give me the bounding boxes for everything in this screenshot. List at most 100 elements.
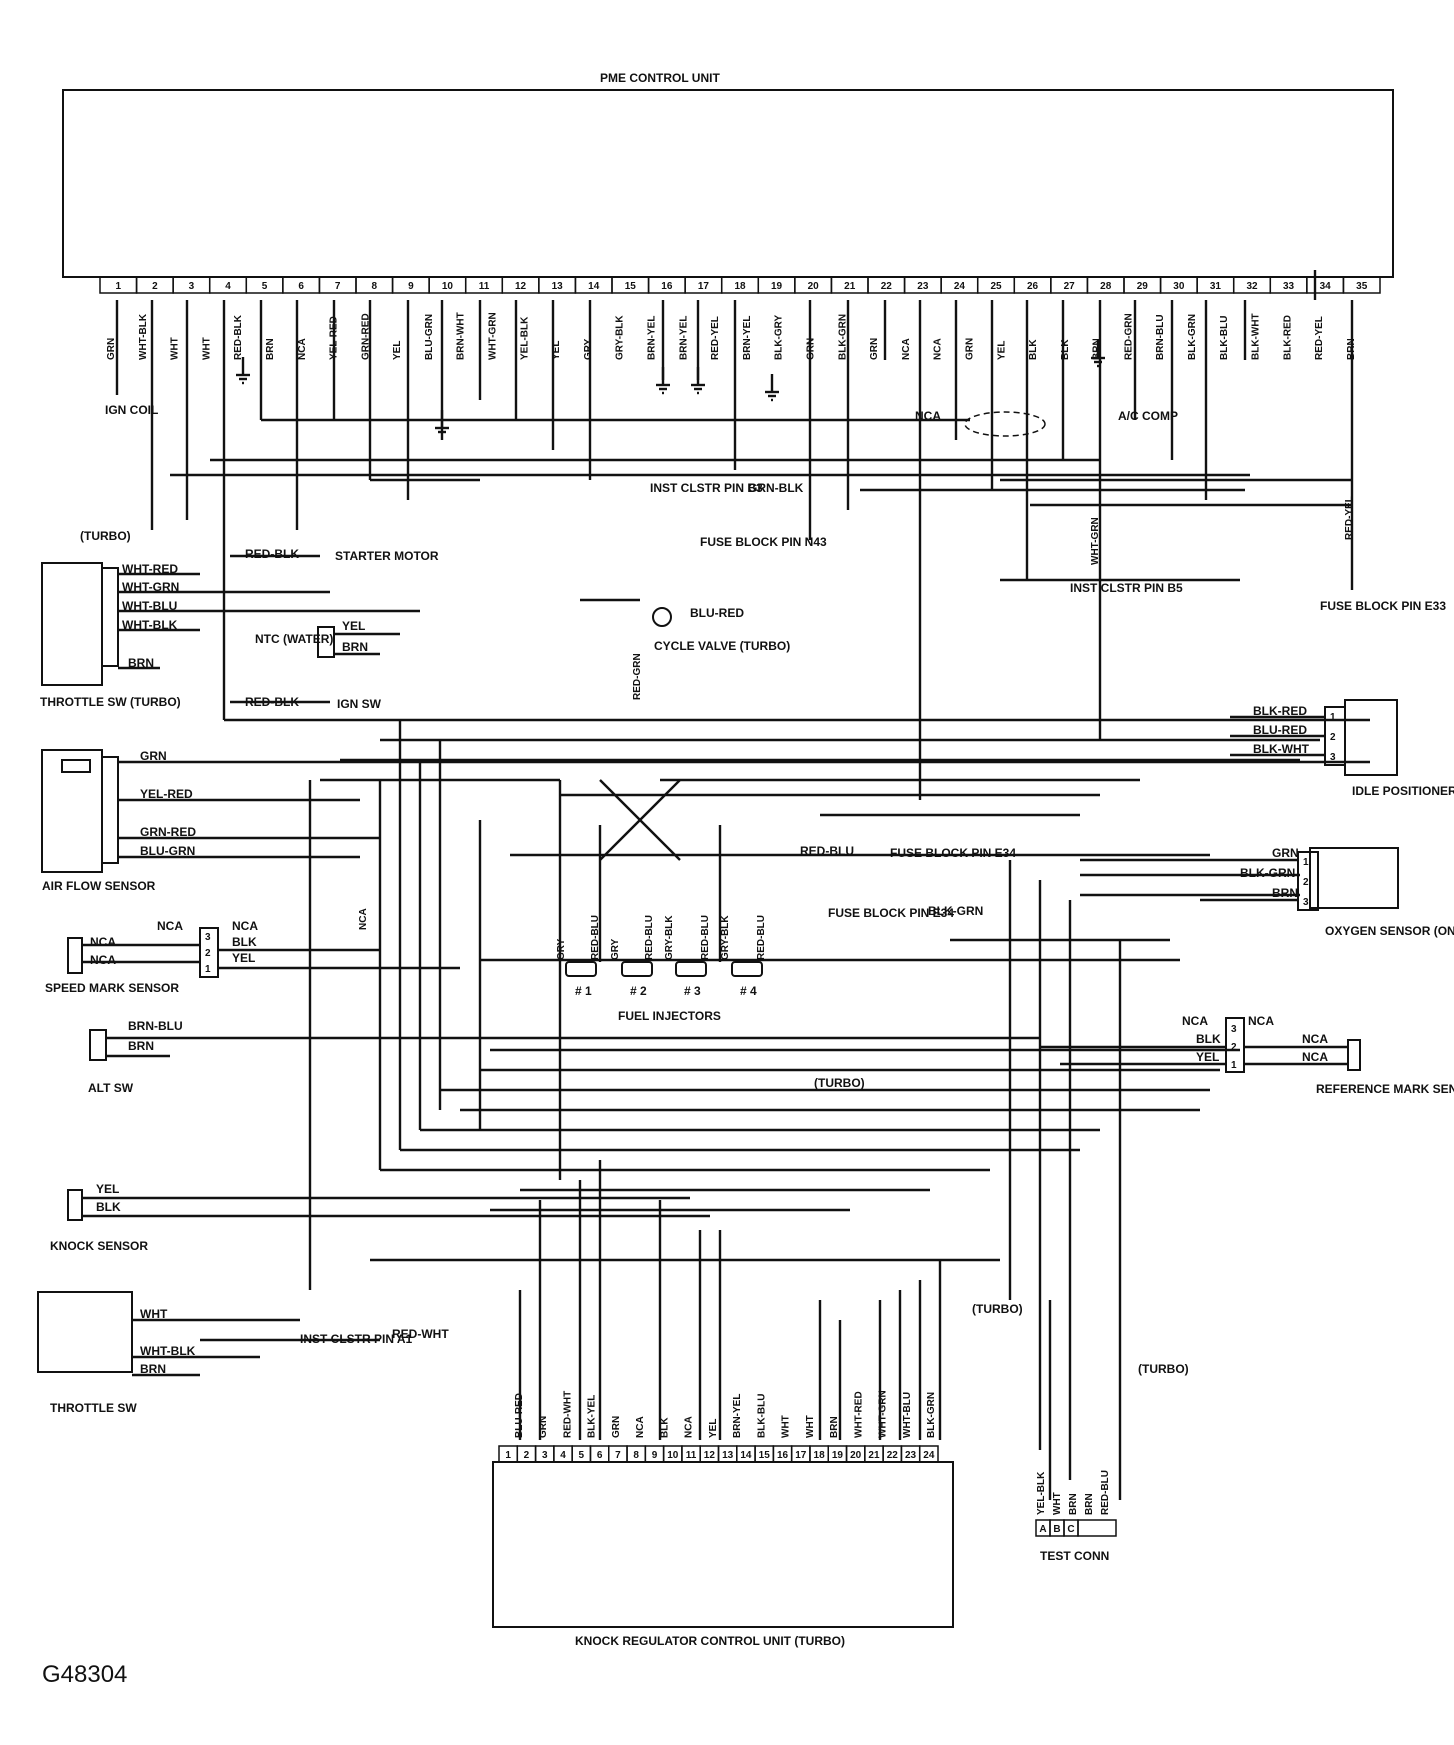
ref-connector (1225, 1017, 1245, 1073)
knock-wire-label: BLK-BLU (756, 1394, 767, 1438)
fuse-e33-label: FUSE BLOCK PIN E33 (1320, 599, 1446, 613)
knock-pin-number: 7 (615, 1450, 621, 1461)
o2-blk-grn: BLK-GRN (1240, 866, 1295, 880)
brn-label-2: BRN (342, 640, 368, 654)
o2-grn: GRN (1272, 846, 1299, 860)
test-pin-cell (1077, 1519, 1117, 1537)
air-flow-label: AIR FLOW SENSOR (42, 879, 156, 893)
knock-pin-number: 23 (905, 1450, 917, 1461)
ecu-pin-number: 3 (189, 281, 195, 292)
fuse-e34-a-label: FUSE BLOCK PIN E34 (890, 846, 1016, 860)
ecu-pin-number: 20 (808, 281, 820, 292)
knock-wire-label: WHT-GRN (878, 1390, 889, 1438)
ecu-pin-number: 25 (990, 281, 1002, 292)
ecu-wire-label: BLK (1060, 339, 1071, 360)
ref-nca-1: NCA (1182, 1014, 1208, 1028)
blu-red-label-2: BLU-RED (1253, 723, 1307, 737)
ecu-wire-label: BRN-BLU (1155, 314, 1166, 360)
ref-pin-3: 3 (1231, 1024, 1237, 1035)
test-wire-label: BRN (1068, 1493, 1079, 1515)
fuse-n43-label: FUSE BLOCK PIN N43 (700, 535, 827, 549)
ntc-label: NTC (WATER) (255, 632, 333, 646)
fuel-injectors-label: FUEL INJECTORS (618, 1009, 721, 1023)
ecu-wire-label: BLK-RED (1282, 315, 1293, 360)
oxygen-sensor-box (1309, 847, 1399, 909)
inj-gry-2: GRY (610, 938, 621, 960)
figure-id: G48304 (42, 1661, 127, 1688)
inj-num-1: # 1 (575, 984, 592, 998)
inst-clstr-b5-label: INST CLSTR PIN B5 (1070, 581, 1183, 595)
ecu-wire-label: RED-BLK (233, 314, 244, 360)
alt-sw-label: ALT SW (88, 1081, 134, 1095)
knock-wire-label: BRN (829, 1416, 840, 1438)
ground-icon (435, 410, 449, 438)
ecu-pin-number: 31 (1210, 281, 1222, 292)
knock-pin-number: 21 (868, 1450, 880, 1461)
red-grn-vertical: RED-GRN (632, 653, 643, 700)
injector-4 (731, 961, 763, 977)
throttle-wht-blk: WHT-BLK (140, 1344, 196, 1358)
cycle-valve-icon (652, 607, 672, 627)
o2-brn: BRN (1272, 886, 1298, 900)
ecu-pin-number: 8 (372, 281, 378, 292)
ecu-wire-label: WHT (170, 337, 181, 360)
ecu-pin-number: 29 (1137, 281, 1149, 292)
knock-pin-number: 19 (832, 1450, 844, 1461)
inj-gry-1: GRY (556, 938, 567, 960)
ecu-wire-label: BLK-GRN (1187, 314, 1198, 360)
speed-yel: YEL (232, 951, 255, 965)
injector-1 (565, 961, 597, 977)
knock-wire-label: BRN-YEL (732, 1394, 743, 1438)
knock-wire-label: BLK (659, 1417, 670, 1438)
test-wire-label: YEL-BLK (1036, 1471, 1047, 1515)
knock-wire-label: GRN (611, 1416, 622, 1438)
test-wire-label: BRN (1084, 1493, 1095, 1515)
inst-clstr-a1-label: INST CLSTR PIN A1 (300, 1332, 413, 1346)
knock-pin-number: 17 (795, 1450, 807, 1461)
ground-icon (656, 367, 670, 395)
knock-pin-number: 15 (759, 1450, 771, 1461)
knock-pin-number: 10 (667, 1450, 679, 1461)
ground-icon (765, 374, 779, 402)
ref-yel: YEL (1196, 1050, 1219, 1064)
ecu-wire-label: WHT-GRN (488, 312, 499, 360)
speed-blk: BLK (232, 935, 257, 949)
red-blk-label-1: RED-BLK (245, 547, 299, 561)
inj-red-blu-3: RED-BLU (700, 915, 711, 960)
wht-blu-label: WHT-BLU (122, 599, 177, 613)
test-wire-label: RED-BLU (1100, 1470, 1111, 1515)
ecu-wire-label: GRN (869, 338, 880, 360)
ign-sw-label: IGN SW (337, 697, 382, 711)
throttle-sw-box (37, 1291, 133, 1373)
blu-grn-label: BLU-GRN (140, 844, 195, 858)
blk-wht-label: BLK-WHT (1253, 742, 1310, 756)
inj-gry-blk-2: GRY-BLK (720, 915, 731, 960)
speed-nca-2: NCA (90, 953, 116, 967)
ac-comp-label: A/C COMP (1118, 409, 1178, 423)
knock-wire-label: YEL (708, 1419, 719, 1438)
ecu-pin-number: 30 (1173, 281, 1185, 292)
ecu-wire-label: GRN (106, 338, 117, 360)
oxygen-connector (1297, 851, 1319, 911)
ecu-wire-label: RED-YEL (1314, 316, 1325, 360)
knock-wire-label: GRN (538, 1416, 549, 1438)
blk-grn-label: BLK-GRN (928, 904, 983, 918)
ref-mark-label: REFERENCE MARK SENS (1316, 1082, 1454, 1096)
idle-positioner-box (1344, 699, 1398, 776)
shield-ellipse (964, 411, 1046, 437)
test-wire-label: WHT (1052, 1492, 1063, 1515)
ecu-wire-label: BLK-GRN (837, 314, 848, 360)
ecu-wire-label: NCA (901, 338, 912, 360)
speed-nca-4: NCA (232, 919, 258, 933)
throttle-sw-turbo-box (41, 562, 103, 686)
knock-pin-number: 16 (777, 1450, 789, 1461)
ecu-wire-label: YEL (996, 341, 1007, 360)
red-blk-label-2: RED-BLK (245, 695, 299, 709)
o2-pin-3: 3 (1303, 897, 1309, 908)
speed-pin-2: 2 (205, 948, 211, 959)
knock-blk: BLK (96, 1200, 121, 1214)
ecu-wire-label: WHT (201, 337, 212, 360)
